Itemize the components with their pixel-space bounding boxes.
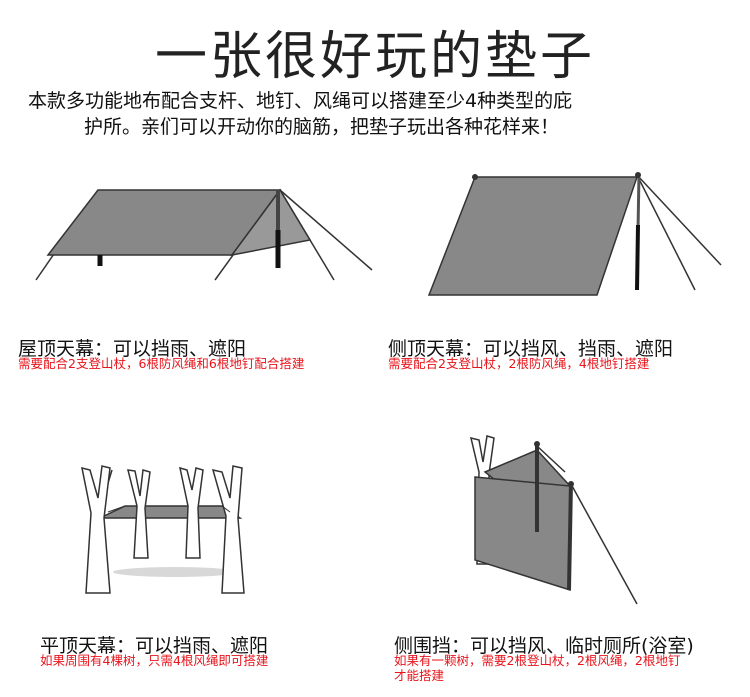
intro-line-1: 本款多功能地布配合支杆、地钉、风绳可以搭建至少4种类型的庇 [28, 90, 573, 112]
side-screen-note-1: 如果有一颗树，需要2根登山杖，2根风绳，2根地钉 [394, 653, 681, 668]
side-screen-note-2: 才能搭建 [394, 668, 445, 683]
side-canopy-heading: 侧顶天幕：可以挡风、挡雨、遮阳 [388, 338, 674, 360]
side-screen-heading: 侧围挡：可以挡风、临时厕所(浴室) [394, 635, 694, 657]
flat-canopy-illustration [81, 465, 245, 594]
roof-canopy-heading: 屋顶天幕：可以挡雨、遮阳 [18, 338, 247, 360]
roof-canopy-illustration [35, 188, 373, 281]
side-canopy-note: 需要配合2支登山杖，2根防风绳，4根地钉搭建 [388, 356, 650, 371]
intro-line-2: 护所。亲们可以开动你的脑筋，把垫子玩出各种花样来！ [84, 116, 560, 138]
roof-canopy-note: 需要配合2支登山杖，6根防风绳和6根地钉配合搭建 [18, 356, 305, 371]
intro-text: 本款多功能地布配合支杆、地钉、风绳可以搭建至少4种类型的庇 护所。亲们可以开动你… [28, 88, 728, 140]
flat-canopy-note: 如果周围有4棵树，只需4根风绳即可搭建 [40, 653, 269, 668]
page-title: 一张很好玩的垫子 [154, 27, 595, 87]
side-screen-illustration [469, 435, 638, 605]
flat-canopy-heading: 平顶天幕：可以挡雨、遮阳 [40, 635, 269, 657]
side-canopy-illustration [427, 172, 722, 296]
